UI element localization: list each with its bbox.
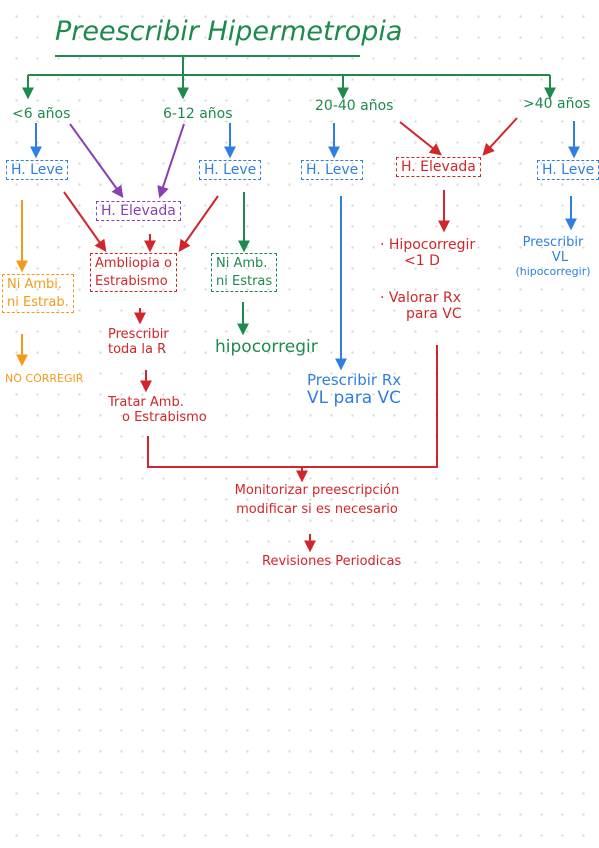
monitorizar-line-2: modificar si es necesario <box>236 501 398 517</box>
red-arrows <box>63 117 518 553</box>
prescribir-vl-line-1: Prescribir Rx <box>307 371 402 389</box>
valorar-line-1: · Valorar Rx <box>380 290 461 306</box>
node-prescribir-vl-para-vc: Prescribir Rx VL para VC <box>307 371 402 409</box>
tratar-line-2: o Estrabismo <box>122 409 207 425</box>
age-group-6-12: 6-12 años <box>163 106 233 122</box>
node-prescribir-toda-r: Prescribir toda la R <box>108 327 169 358</box>
green-arrows <box>237 192 250 336</box>
age-group-under-6: <6 años <box>12 106 71 122</box>
prescribir-vl-line-2: VL para VC <box>307 388 402 409</box>
diagram-title: Preescribir Hipermetropia <box>55 16 403 47</box>
valorar-line-2: para VC <box>406 306 462 323</box>
prescribir-40-line-1: Prescribir <box>522 235 584 250</box>
prescribir-40-line-3: (hipocorregir) <box>515 264 591 278</box>
monitorizar-line-1: Monitorizar preescripción <box>234 483 400 498</box>
age-group-20-40: 20-40 años <box>315 98 394 114</box>
node-no-corregir: NO CORREGIR <box>5 372 84 385</box>
blue-arrows <box>30 121 580 371</box>
node-hipocorregir-1d: · Hipocorregir <1 D <box>380 237 475 269</box>
node-ni-amb-estras: Ni Amb. ni Estras <box>211 253 278 293</box>
node-elevada-20-40: H. Elevada <box>396 157 481 177</box>
ni-ambi-line-2: ni Estrab. <box>7 294 69 310</box>
node-leve-over-40: H. Leve <box>537 160 599 180</box>
node-hipocorregir-6-12: hipocorregir <box>215 337 318 357</box>
prescribir-40-line-2: VL <box>551 249 569 265</box>
ambliopia-line-1: Ambliopia o <box>95 256 172 271</box>
ni-ambi-line-1: Ni Ambi. <box>7 277 63 292</box>
tratar-line-1: Tratar Amb. <box>108 395 184 410</box>
node-ambliopia-estrabismo: Ambliopia o Estrabismo <box>90 253 177 293</box>
purple-arrows <box>69 123 185 199</box>
age-group-over-40: >40 años <box>523 96 591 112</box>
node-leve-6-12: H. Leve <box>199 160 262 180</box>
ambliopia-line-2: Estrabismo <box>95 273 168 289</box>
top-tree <box>22 57 556 100</box>
node-revisiones-periodicas: Revisiones Periodicas <box>262 554 402 569</box>
node-monitorizar: Monitorizar preescripción modificar si e… <box>222 483 412 518</box>
node-leve-20-40: H. Leve <box>301 160 364 180</box>
node-tratar-amb: Tratar Amb. o Estrabismo <box>108 395 207 426</box>
node-elevada-6-12: H. Elevada <box>96 201 181 221</box>
node-prescribir-vl-over-40: Prescribir VL (hipocorregir) <box>508 235 598 279</box>
node-leve-under-6: H. Leve <box>6 160 69 180</box>
hipocorregir-line-2: <1 D <box>404 253 440 270</box>
prescribir-toda-line-1: Prescribir <box>108 327 169 342</box>
ni-amb-line-2: ni Estras <box>216 273 273 289</box>
node-ni-ambi-estrab: Ni Ambi. ni Estrab. <box>2 274 74 314</box>
hipocorregir-line-1: · Hipocorregir <box>380 237 476 253</box>
node-valorar-rx: · Valorar Rx para VC <box>380 290 462 322</box>
prescribir-toda-line-2: toda la R <box>108 341 167 357</box>
ni-amb-line-1: Ni Amb. <box>216 256 268 271</box>
